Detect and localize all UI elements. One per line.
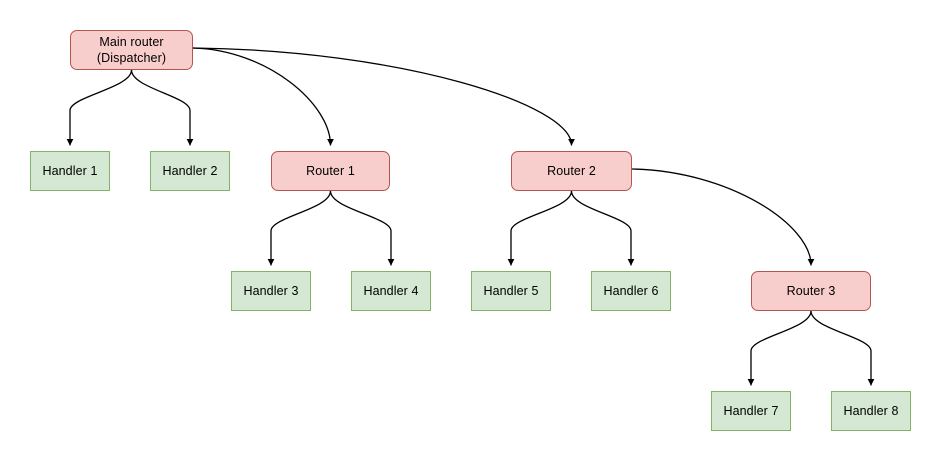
node-label-router-3: Router 3: [786, 284, 836, 298]
edge-router-2-to-handler-6: [570, 190, 635, 266]
node-main-router[interactable]: Main router (Dispatcher): [70, 30, 193, 70]
node-label-router-1: Router 1: [306, 164, 355, 178]
edge-router-2-to-handler-5: [507, 190, 573, 266]
node-label-main-router: Main router (Dispatcher): [96, 35, 167, 65]
node-label-handler-8: Handler 8: [843, 404, 899, 418]
node-handler-5[interactable]: Handler 5: [471, 271, 551, 311]
node-handler-7[interactable]: Handler 7: [711, 391, 791, 431]
node-label-handler-3: Handler 3: [243, 284, 299, 298]
node-router-3[interactable]: Router 3: [751, 271, 871, 311]
edge-router-1-to-handler-4: [329, 190, 395, 266]
edge-main-to-router-2: [192, 47, 575, 146]
node-label-handler-5: Handler 5: [483, 284, 539, 298]
node-router-2[interactable]: Router 2: [511, 151, 632, 191]
node-label-handler-1: Handler 1: [42, 164, 98, 178]
node-handler-3[interactable]: Handler 3: [231, 271, 311, 311]
node-handler-8[interactable]: Handler 8: [831, 391, 911, 431]
node-label-handler-2: Handler 2: [162, 164, 218, 178]
edge-main-to-handler-2: [130, 69, 194, 146]
node-label-handler-4: Handler 4: [363, 284, 419, 298]
edge-main-to-router-1: [192, 47, 334, 146]
edge-main-to-handler-1: [66, 69, 133, 146]
node-handler-1[interactable]: Handler 1: [30, 151, 110, 191]
edge-router-1-to-handler-3: [267, 190, 332, 266]
node-router-1[interactable]: Router 1: [271, 151, 390, 191]
node-handler-6[interactable]: Handler 6: [591, 271, 671, 311]
edge-router-3-to-handler-7: [747, 310, 812, 386]
node-handler-2[interactable]: Handler 2: [150, 151, 230, 191]
edge-router-3-to-handler-8: [810, 310, 875, 386]
node-label-router-2: Router 2: [547, 164, 596, 178]
node-label-handler-6: Handler 6: [603, 284, 659, 298]
edge-router-2-to-router-3: [631, 168, 815, 266]
node-handler-4[interactable]: Handler 4: [351, 271, 431, 311]
node-label-handler-7: Handler 7: [723, 404, 779, 418]
